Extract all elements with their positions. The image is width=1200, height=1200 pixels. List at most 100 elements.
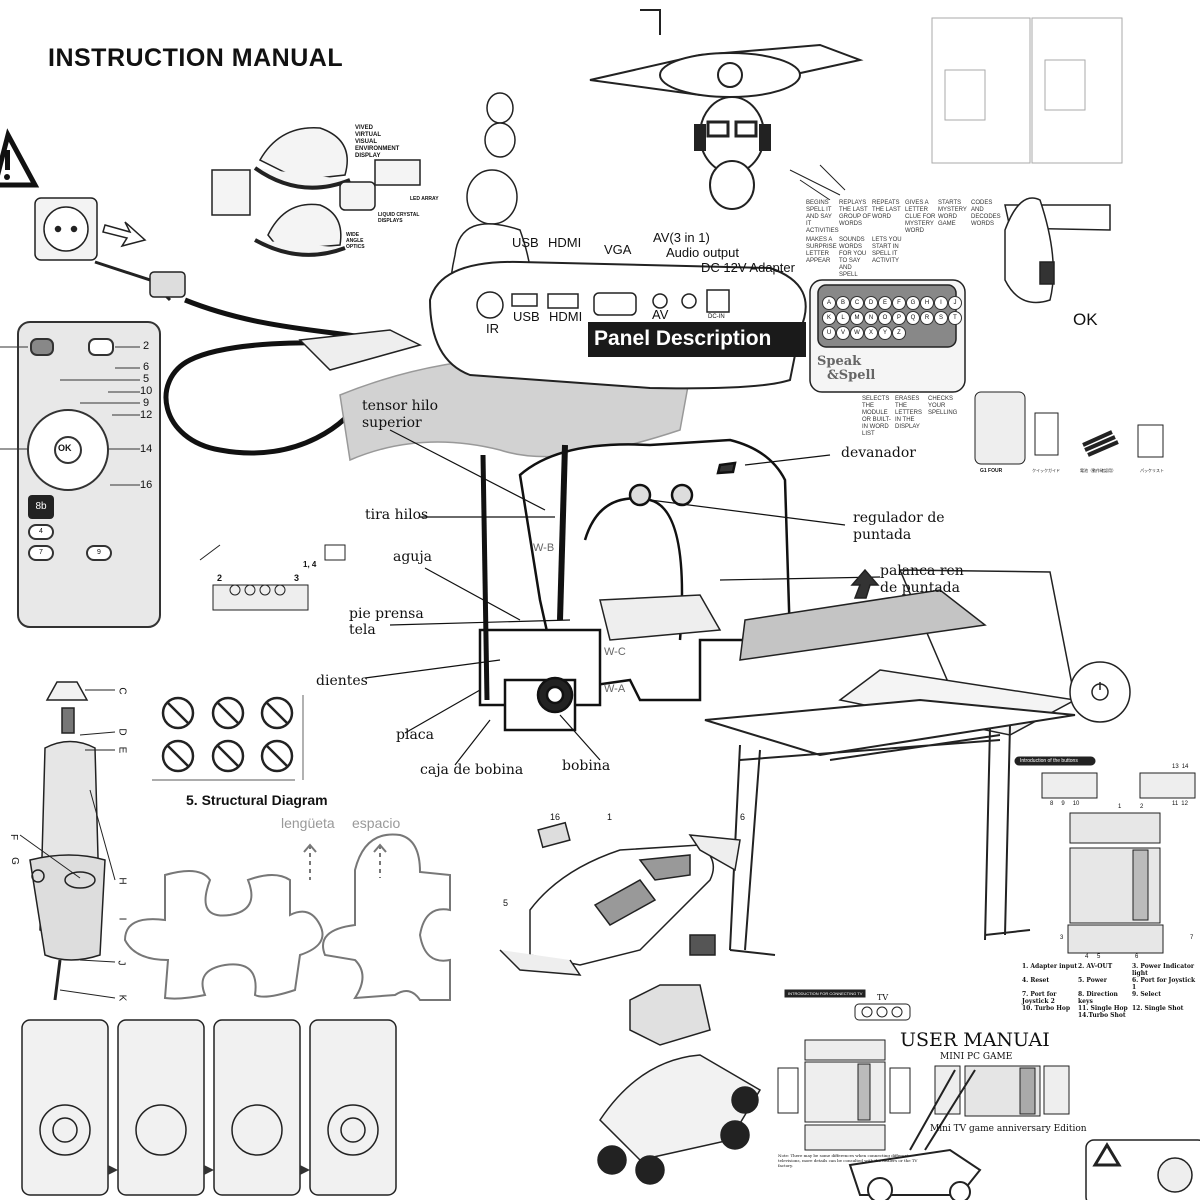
label-tensor-hilo: tensor hilo superior (362, 398, 438, 432)
speak-spell-key[interactable]: O (878, 311, 892, 325)
speak-spell-key[interactable]: I (934, 296, 948, 310)
remote-ok-button[interactable]: OK (58, 443, 72, 453)
port-label-vga: VGA (604, 242, 632, 257)
controller-numbers-top: 13 14 (1172, 764, 1188, 771)
warning-socket-box (1085, 1139, 1200, 1200)
remote-callout: 14 (140, 443, 153, 455)
vr-title-line: VIVED (355, 125, 374, 131)
warning-icon (0, 128, 40, 188)
note: SELECTS THE MODULE OR BUILT-IN WORD LIST (862, 396, 891, 437)
console-number: 1 (1118, 804, 1122, 810)
controller-numbers-bottom: 11 12 (1172, 801, 1188, 808)
note: BEGINS SPELL IT AND SAY IT ACTIVITIES (806, 200, 839, 234)
label-bobina: bobina (562, 758, 611, 774)
remote-7-button[interactable]: 7 (28, 545, 54, 561)
speak-spell-key[interactable]: N (864, 311, 878, 325)
part-label-wc: W-C (604, 646, 626, 658)
remote-mute-button[interactable] (88, 338, 114, 356)
legend-item: 2. AV-OUT (1078, 963, 1113, 970)
remote-callout: 10 (140, 385, 153, 397)
hand-install-illustration (1004, 197, 1111, 304)
remote-power-button[interactable] (30, 338, 54, 356)
speak-spell-key[interactable]: P (892, 311, 906, 325)
dremel-letter: E (116, 746, 128, 754)
speak-spell-key[interactable]: U (822, 326, 836, 340)
legend-item: 4. Reset (1022, 977, 1050, 984)
puzzle-pieces (123, 833, 451, 1001)
legend-item: 8. Direction keys (1078, 991, 1118, 1005)
legend-item: 3. Power Indicator light (1132, 963, 1195, 977)
dremel-letter: H (116, 877, 128, 885)
speak-spell-key[interactable]: M (850, 311, 864, 325)
note: GIVES A LETTER CLUE FOR MYSTERY WORD (905, 200, 936, 234)
speak-spell-key[interactable]: L (836, 311, 850, 325)
speak-spell-key[interactable]: K (822, 311, 836, 325)
rotary-tool-attachment (599, 594, 722, 641)
number: 13 (1172, 764, 1179, 770)
connect-tv-note: Note: There may be some differences when… (778, 1153, 918, 1168)
multi-effect-connection-diagram (199, 544, 346, 611)
speak-spell-key[interactable]: C (850, 296, 864, 310)
speak-spell-key[interactable]: W (850, 326, 864, 340)
speak-spell-key[interactable]: B (836, 296, 850, 310)
speak-spell-key[interactable]: J (948, 296, 962, 310)
speak-spell-key[interactable]: H (920, 296, 934, 310)
label-line: tela (349, 622, 376, 638)
number: 14 (1181, 764, 1189, 770)
mini-pc-game-console (934, 1065, 1070, 1117)
label-palanca: palanca ren de puntada (880, 563, 964, 597)
port-label-ir: IR (486, 321, 499, 336)
speak-spell-bottom-notes: SELECTS THE MODULE OR BUILT-IN WORD LIST… (862, 396, 958, 438)
speak-spell-key[interactable]: Y (878, 326, 892, 340)
port-label-hdmi: HDMI (549, 309, 583, 324)
note: REPLAYS THE LAST GROUP OF WORDS (839, 200, 871, 227)
legend-item: 7. Port for Joystick 2 (1022, 991, 1057, 1005)
legend-item: 14.Turbo Shot (1078, 1012, 1126, 1019)
connection-callout: 1, 4 (303, 560, 317, 569)
remote-4-button[interactable]: 4 (28, 524, 54, 540)
car-part-number: 5 (503, 898, 509, 908)
remote-callout: 12 (140, 409, 153, 421)
remote-callout: 5 (143, 373, 150, 385)
number: 12 (1181, 801, 1188, 807)
note: SOUNDS WORDS FOR YOU TO SAY AND SPELL (839, 237, 867, 278)
speak-spell-key[interactable]: E (878, 296, 892, 310)
dremel-letter: F (8, 833, 20, 841)
note: MAKES A SURPRISE LETTER APPEAR (806, 237, 837, 264)
vr-title-line: DISPLAY (355, 153, 381, 159)
legend-item: 6. Port for Joystick 1 (1132, 977, 1196, 991)
dremel-letter: G (8, 857, 20, 865)
logo-line: &Spell (827, 368, 876, 383)
speak-spell-key[interactable]: Z (892, 326, 906, 340)
face-with-headphones (694, 96, 771, 210)
speak-spell-key[interactable]: R (920, 311, 934, 325)
speak-spell-key[interactable]: S (934, 311, 948, 325)
speak-spell-key[interactable]: T (948, 311, 962, 325)
port-label-dc-in: DC-IN (708, 314, 725, 320)
rotary-tool-handpiece (298, 329, 423, 371)
speak-spell-key[interactable]: D (864, 296, 878, 310)
speak-spell-key[interactable]: X (864, 326, 878, 340)
label-regulador: regulador de puntada (853, 510, 945, 544)
speak-spell-key[interactable]: G (906, 296, 920, 310)
remote-callout: 9 (143, 397, 150, 409)
label-devanador: devanador (841, 445, 916, 461)
console-number: 7 (1190, 935, 1194, 941)
speak-spell-key[interactable]: F (892, 296, 906, 310)
speak-spell-top-notes: BEGINS SPELL IT AND SAY IT ACTIVITIES RE… (806, 200, 1003, 279)
label-line: tensor hilo (362, 398, 439, 414)
laptop (739, 568, 1078, 736)
label-line: superior (362, 415, 422, 431)
number: 9 (1061, 801, 1065, 807)
speak-spell-key[interactable]: Q (906, 311, 920, 325)
vr-helmet-diagram (211, 127, 421, 257)
legend-item: 5. Power (1078, 977, 1107, 984)
remote-8b-button[interactable]: 8b (28, 495, 54, 519)
number: 11 (1172, 801, 1179, 807)
speak-spell-key[interactable]: V (836, 326, 850, 340)
number: 8 (1050, 801, 1054, 807)
remote-9-button[interactable]: 9 (86, 545, 112, 561)
speak-spell-key[interactable]: A (822, 296, 836, 310)
vr-title: VIVED VIRTUAL VISUAL ENVIRONMENT DISPLAY (355, 125, 399, 160)
